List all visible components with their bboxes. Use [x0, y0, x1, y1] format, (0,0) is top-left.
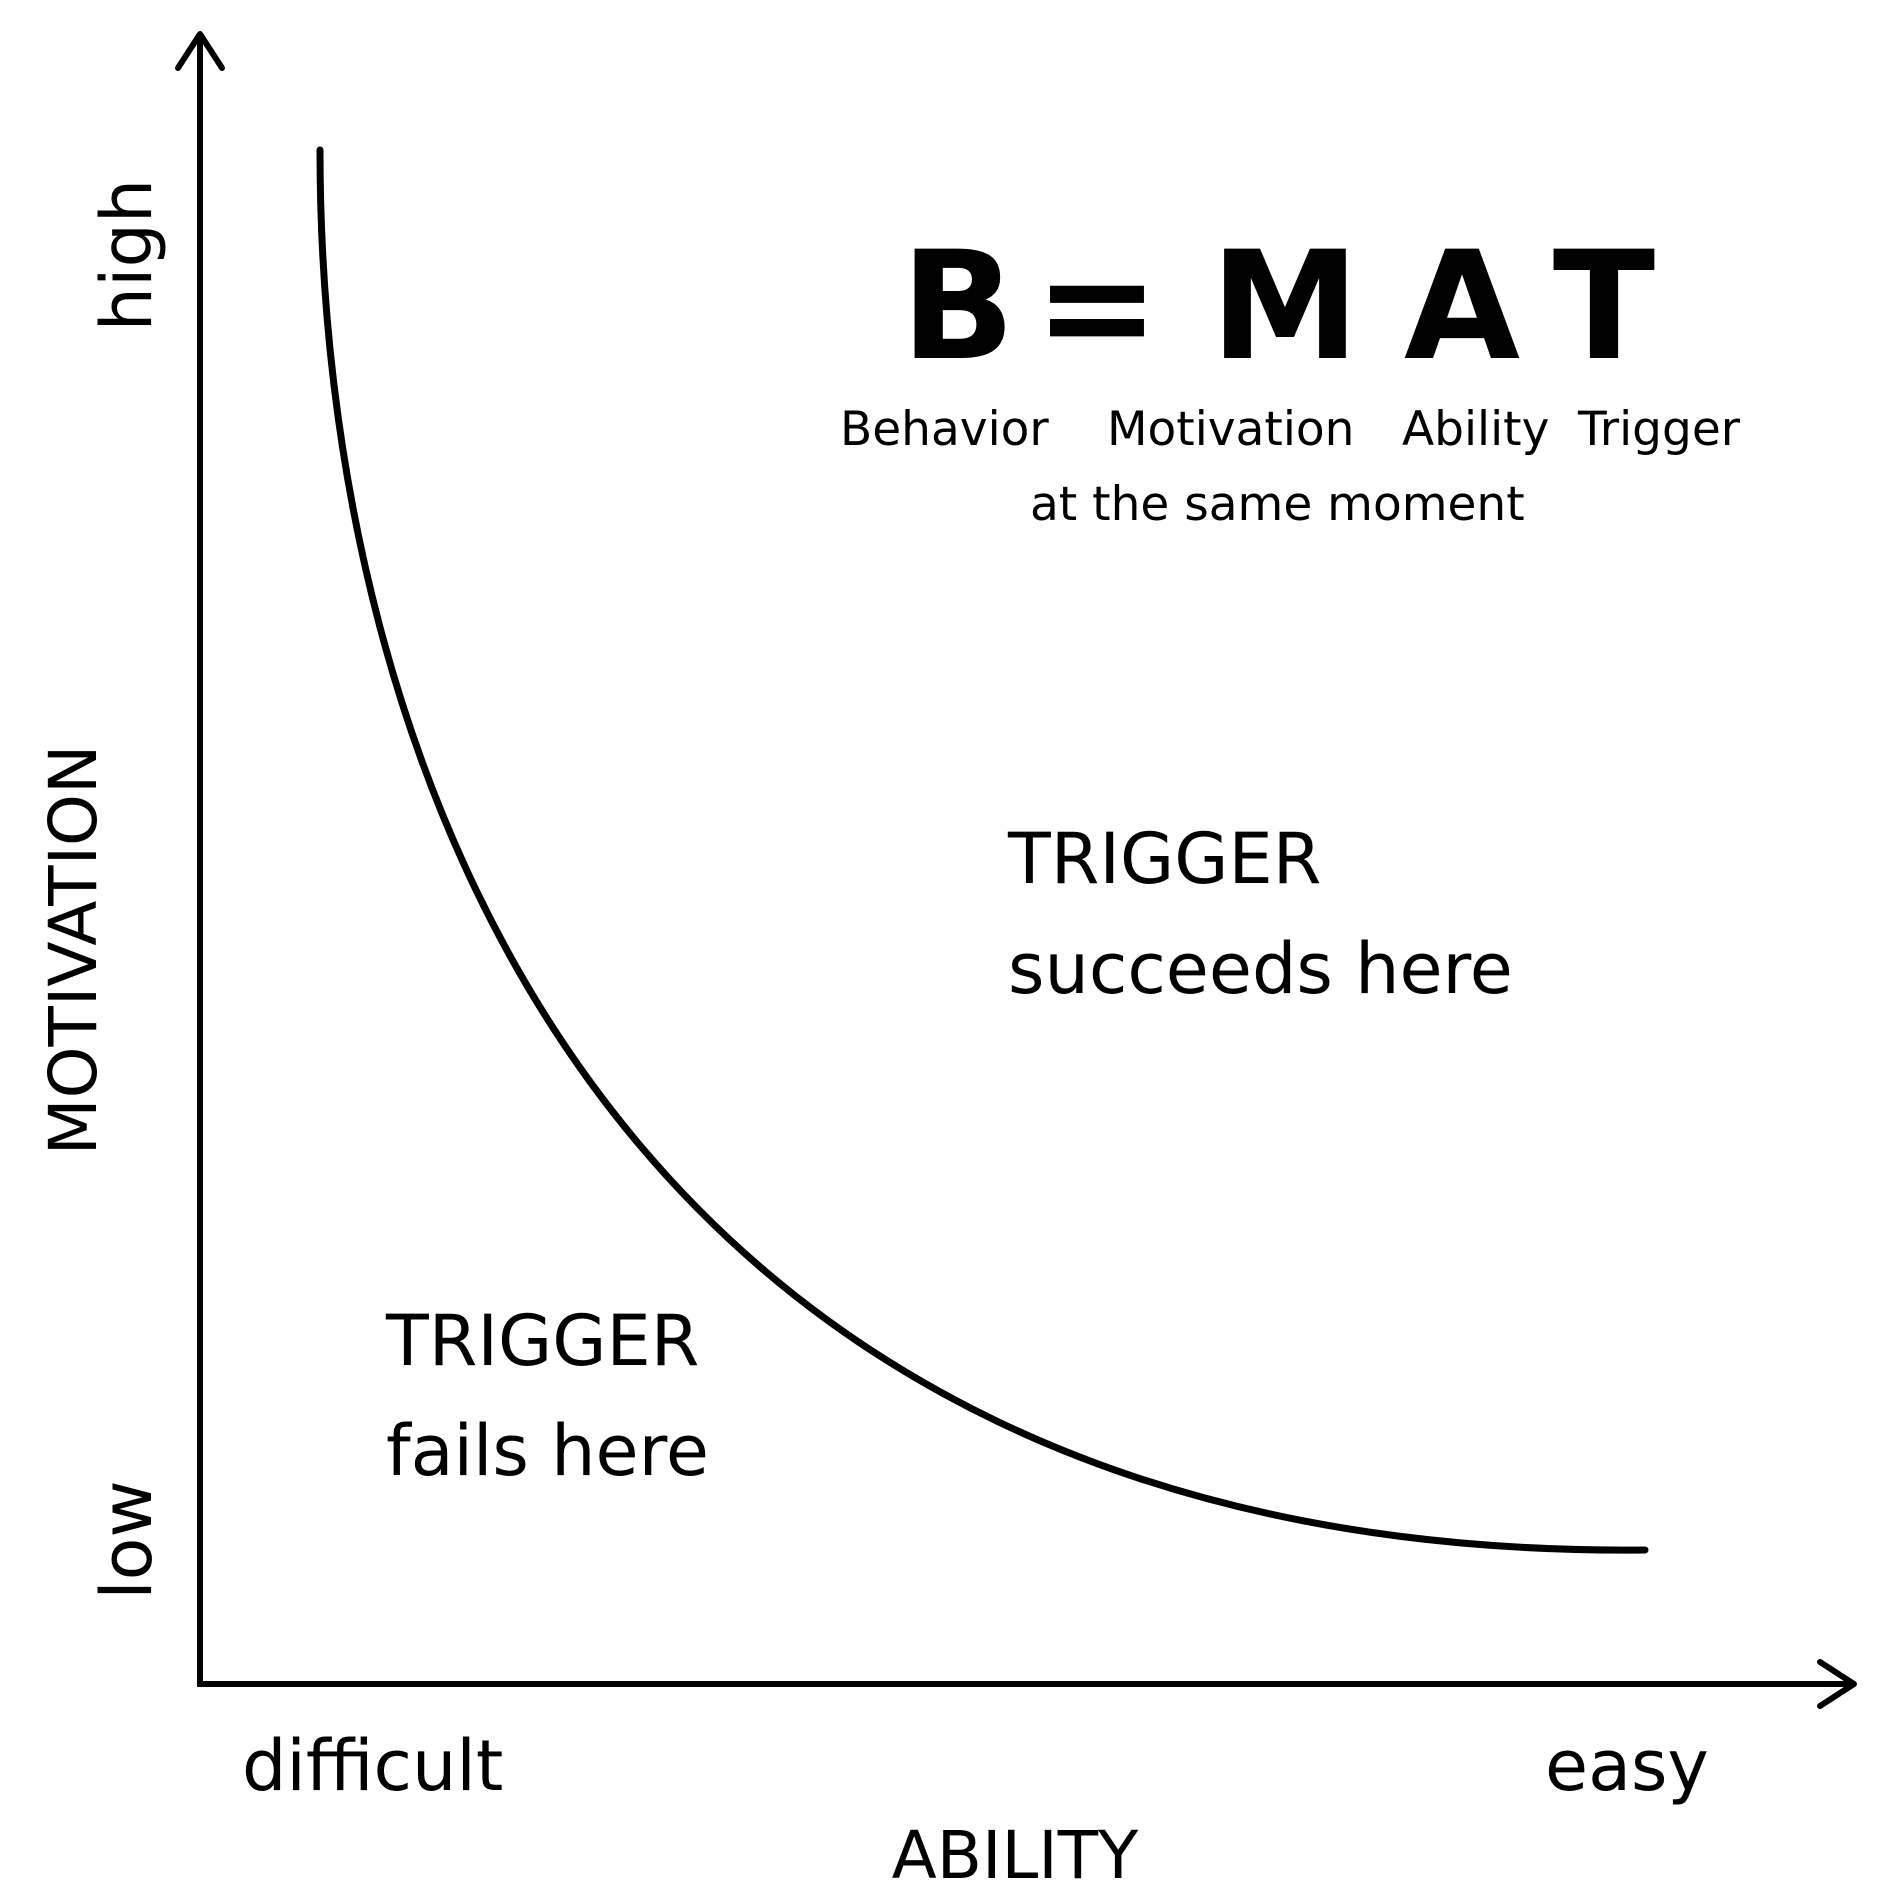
formula-label-behavior: Behavior: [840, 402, 1049, 457]
formula-letter-m: M: [1210, 220, 1359, 394]
y-axis-title: MOTIVATION: [35, 745, 112, 1156]
formula-letter-t: T: [1553, 220, 1655, 394]
formula-letter-a: A: [1404, 220, 1520, 394]
y-axis-high-label: high: [86, 179, 168, 332]
failure-region-title: TRIGGER: [385, 1300, 699, 1382]
formula-letter-b: B: [901, 220, 1015, 394]
x-axis-title: ABILITY: [892, 1817, 1139, 1894]
y-axis-arrowhead: [175, 31, 225, 71]
x-axis-high-label: easy: [1545, 1725, 1709, 1807]
success-region-title: TRIGGER: [1007, 818, 1321, 900]
failure-region-text: fails here: [386, 1410, 709, 1492]
formula-label-trigger: Trigger: [1577, 402, 1741, 457]
formula-subline: at the same moment: [1030, 477, 1525, 532]
formula-equals-sign: =: [1034, 220, 1160, 394]
success-region-text: succeeds here: [1008, 928, 1513, 1010]
formula-label-motivation: Motivation: [1107, 402, 1354, 457]
y-axis-low-label: low: [86, 1480, 168, 1600]
x-axis-low-label: difficult: [242, 1725, 503, 1807]
formula-label-ability: Ability: [1402, 402, 1549, 457]
x-axis-arrowhead: [1817, 1659, 1857, 1709]
action-line-curve: [316, 146, 1649, 1554]
